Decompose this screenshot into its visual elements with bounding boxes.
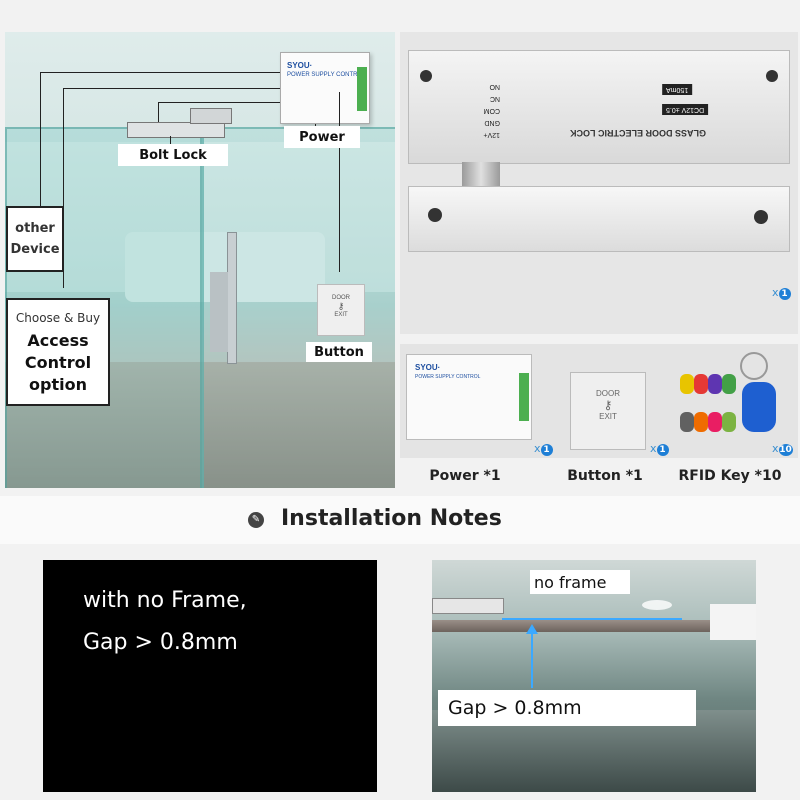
psu-title: POWER SUPPLY CONTROL bbox=[287, 72, 366, 78]
quantity-badge: 10 bbox=[778, 444, 793, 456]
wire bbox=[40, 72, 41, 207]
door-handle-clamp bbox=[210, 272, 228, 352]
psu-terminal-block bbox=[357, 67, 367, 111]
label-device: Device bbox=[10, 242, 60, 257]
lock-label-text: GLASS DOOR ELECTRIC LOCK bbox=[570, 128, 707, 138]
bolt-lock-plate bbox=[190, 108, 232, 124]
rfid-ring bbox=[740, 352, 768, 380]
rfid-key-icon bbox=[722, 412, 736, 432]
arrow-up-icon bbox=[531, 628, 533, 688]
label-no-frame: no frame bbox=[530, 570, 630, 594]
glass-edge bbox=[432, 620, 756, 632]
label-gap: Gap > 0.8mm bbox=[438, 690, 696, 726]
wire bbox=[339, 92, 340, 272]
wire bbox=[158, 102, 280, 103]
lock-spec-1: DC12V ±0.5 bbox=[662, 104, 709, 115]
exit-exit-text: EXIT bbox=[599, 412, 617, 421]
lock-body bbox=[408, 50, 790, 164]
label-option: option bbox=[29, 374, 87, 394]
exit-exit-text: EXIT bbox=[334, 312, 348, 318]
lock-spec-2: 150mA bbox=[662, 84, 693, 95]
rfid-quantity: x10 bbox=[772, 442, 793, 456]
rfid-keys-image bbox=[678, 352, 788, 452]
terminal-label: NO bbox=[489, 83, 501, 90]
psu-brand: SYOU· bbox=[415, 363, 441, 372]
bolt-lock-device bbox=[127, 122, 225, 138]
install-photo: no frame Gap > 0.8mm bbox=[432, 560, 756, 792]
psu-brand: SYOU· bbox=[287, 61, 313, 70]
quantity-badge: 1 bbox=[656, 444, 669, 456]
lock-photo: GLASS DOOR ELECTRIC LOCK DC12V ±0.5 150m… bbox=[400, 32, 798, 334]
notes-heading: Installation Notes bbox=[281, 506, 502, 531]
label-bolt-lock: Bolt Lock bbox=[118, 144, 228, 166]
label-button: Button bbox=[306, 342, 372, 362]
wire bbox=[63, 88, 280, 89]
lock-terminals: 12V+ GND COM NC NO bbox=[460, 80, 500, 140]
accessory-power-image: SYOU· POWER SUPPLY CONTROL bbox=[406, 354, 532, 440]
quantity-badge: 1 bbox=[778, 288, 791, 300]
terminal-label: NC bbox=[489, 95, 500, 102]
label-other-device: other Device bbox=[6, 206, 64, 272]
label-access: Access bbox=[27, 330, 89, 350]
terminal-label: 12V+ bbox=[483, 131, 500, 138]
screw-icon bbox=[420, 70, 432, 82]
wire bbox=[63, 88, 64, 288]
psu-title: POWER SUPPLY CONTROL bbox=[415, 374, 481, 380]
wire bbox=[170, 136, 171, 144]
wrench-icon: ✎ bbox=[248, 512, 264, 528]
lock-on-glass bbox=[432, 598, 504, 614]
door-handle bbox=[227, 232, 237, 364]
right-frame bbox=[710, 604, 756, 640]
psu-terminal-block bbox=[519, 373, 529, 421]
accessory-button-image: DOOR ⚷ EXIT bbox=[570, 372, 646, 450]
exit-button-device: DOOR ⚷ EXIT bbox=[317, 284, 365, 336]
quantity-badge: 1 bbox=[540, 444, 553, 456]
screw-icon bbox=[766, 70, 778, 82]
key-icon: ⚷ bbox=[603, 398, 613, 412]
ceiling-light bbox=[642, 600, 672, 610]
lock-bolt bbox=[462, 162, 500, 190]
note-line-1: with no Frame, bbox=[83, 588, 247, 613]
label-choose-buy-box: Choose & Buy Access Control option bbox=[6, 298, 110, 406]
label-other: other bbox=[15, 221, 55, 236]
screw-icon bbox=[754, 210, 768, 224]
rfid-key-icon bbox=[680, 374, 694, 394]
rfid-key-icon bbox=[742, 382, 776, 432]
label-control: Control bbox=[24, 352, 92, 372]
gap-line bbox=[502, 618, 682, 620]
terminal-label: COM bbox=[483, 107, 500, 114]
caption-rfid: RFID Key *10 bbox=[678, 468, 782, 484]
arrow-head bbox=[526, 624, 538, 634]
rfid-key-icon bbox=[722, 374, 736, 394]
screw-icon bbox=[428, 208, 442, 222]
notes-header bbox=[0, 496, 800, 544]
rfid-key-icon bbox=[694, 374, 708, 394]
key-icon: ⚷ bbox=[337, 301, 345, 311]
rfid-key-icon bbox=[680, 412, 694, 432]
power-supply-device: SYOU· POWER SUPPLY CONTROL bbox=[280, 52, 370, 124]
label-choose-buy: Choose & Buy bbox=[15, 310, 101, 325]
caption-button: Button *1 bbox=[567, 468, 643, 484]
accessory-caption-bar bbox=[400, 458, 798, 490]
note-line-2: Gap > 0.8mm bbox=[83, 630, 238, 655]
note-text-panel: with no Frame, Gap > 0.8mm bbox=[43, 560, 377, 792]
wire bbox=[40, 72, 280, 73]
exit-door-text: DOOR bbox=[596, 389, 620, 398]
rfid-key-icon bbox=[708, 374, 722, 394]
rfid-key-icon bbox=[694, 412, 708, 432]
terminal-label: GND bbox=[484, 119, 500, 126]
exit-door-text: DOOR bbox=[332, 295, 350, 301]
rfid-key-icon bbox=[708, 412, 722, 432]
label-power: Power bbox=[284, 126, 360, 148]
wire bbox=[158, 102, 159, 122]
strike-plate bbox=[408, 186, 790, 252]
caption-power: Power *1 bbox=[429, 468, 501, 484]
